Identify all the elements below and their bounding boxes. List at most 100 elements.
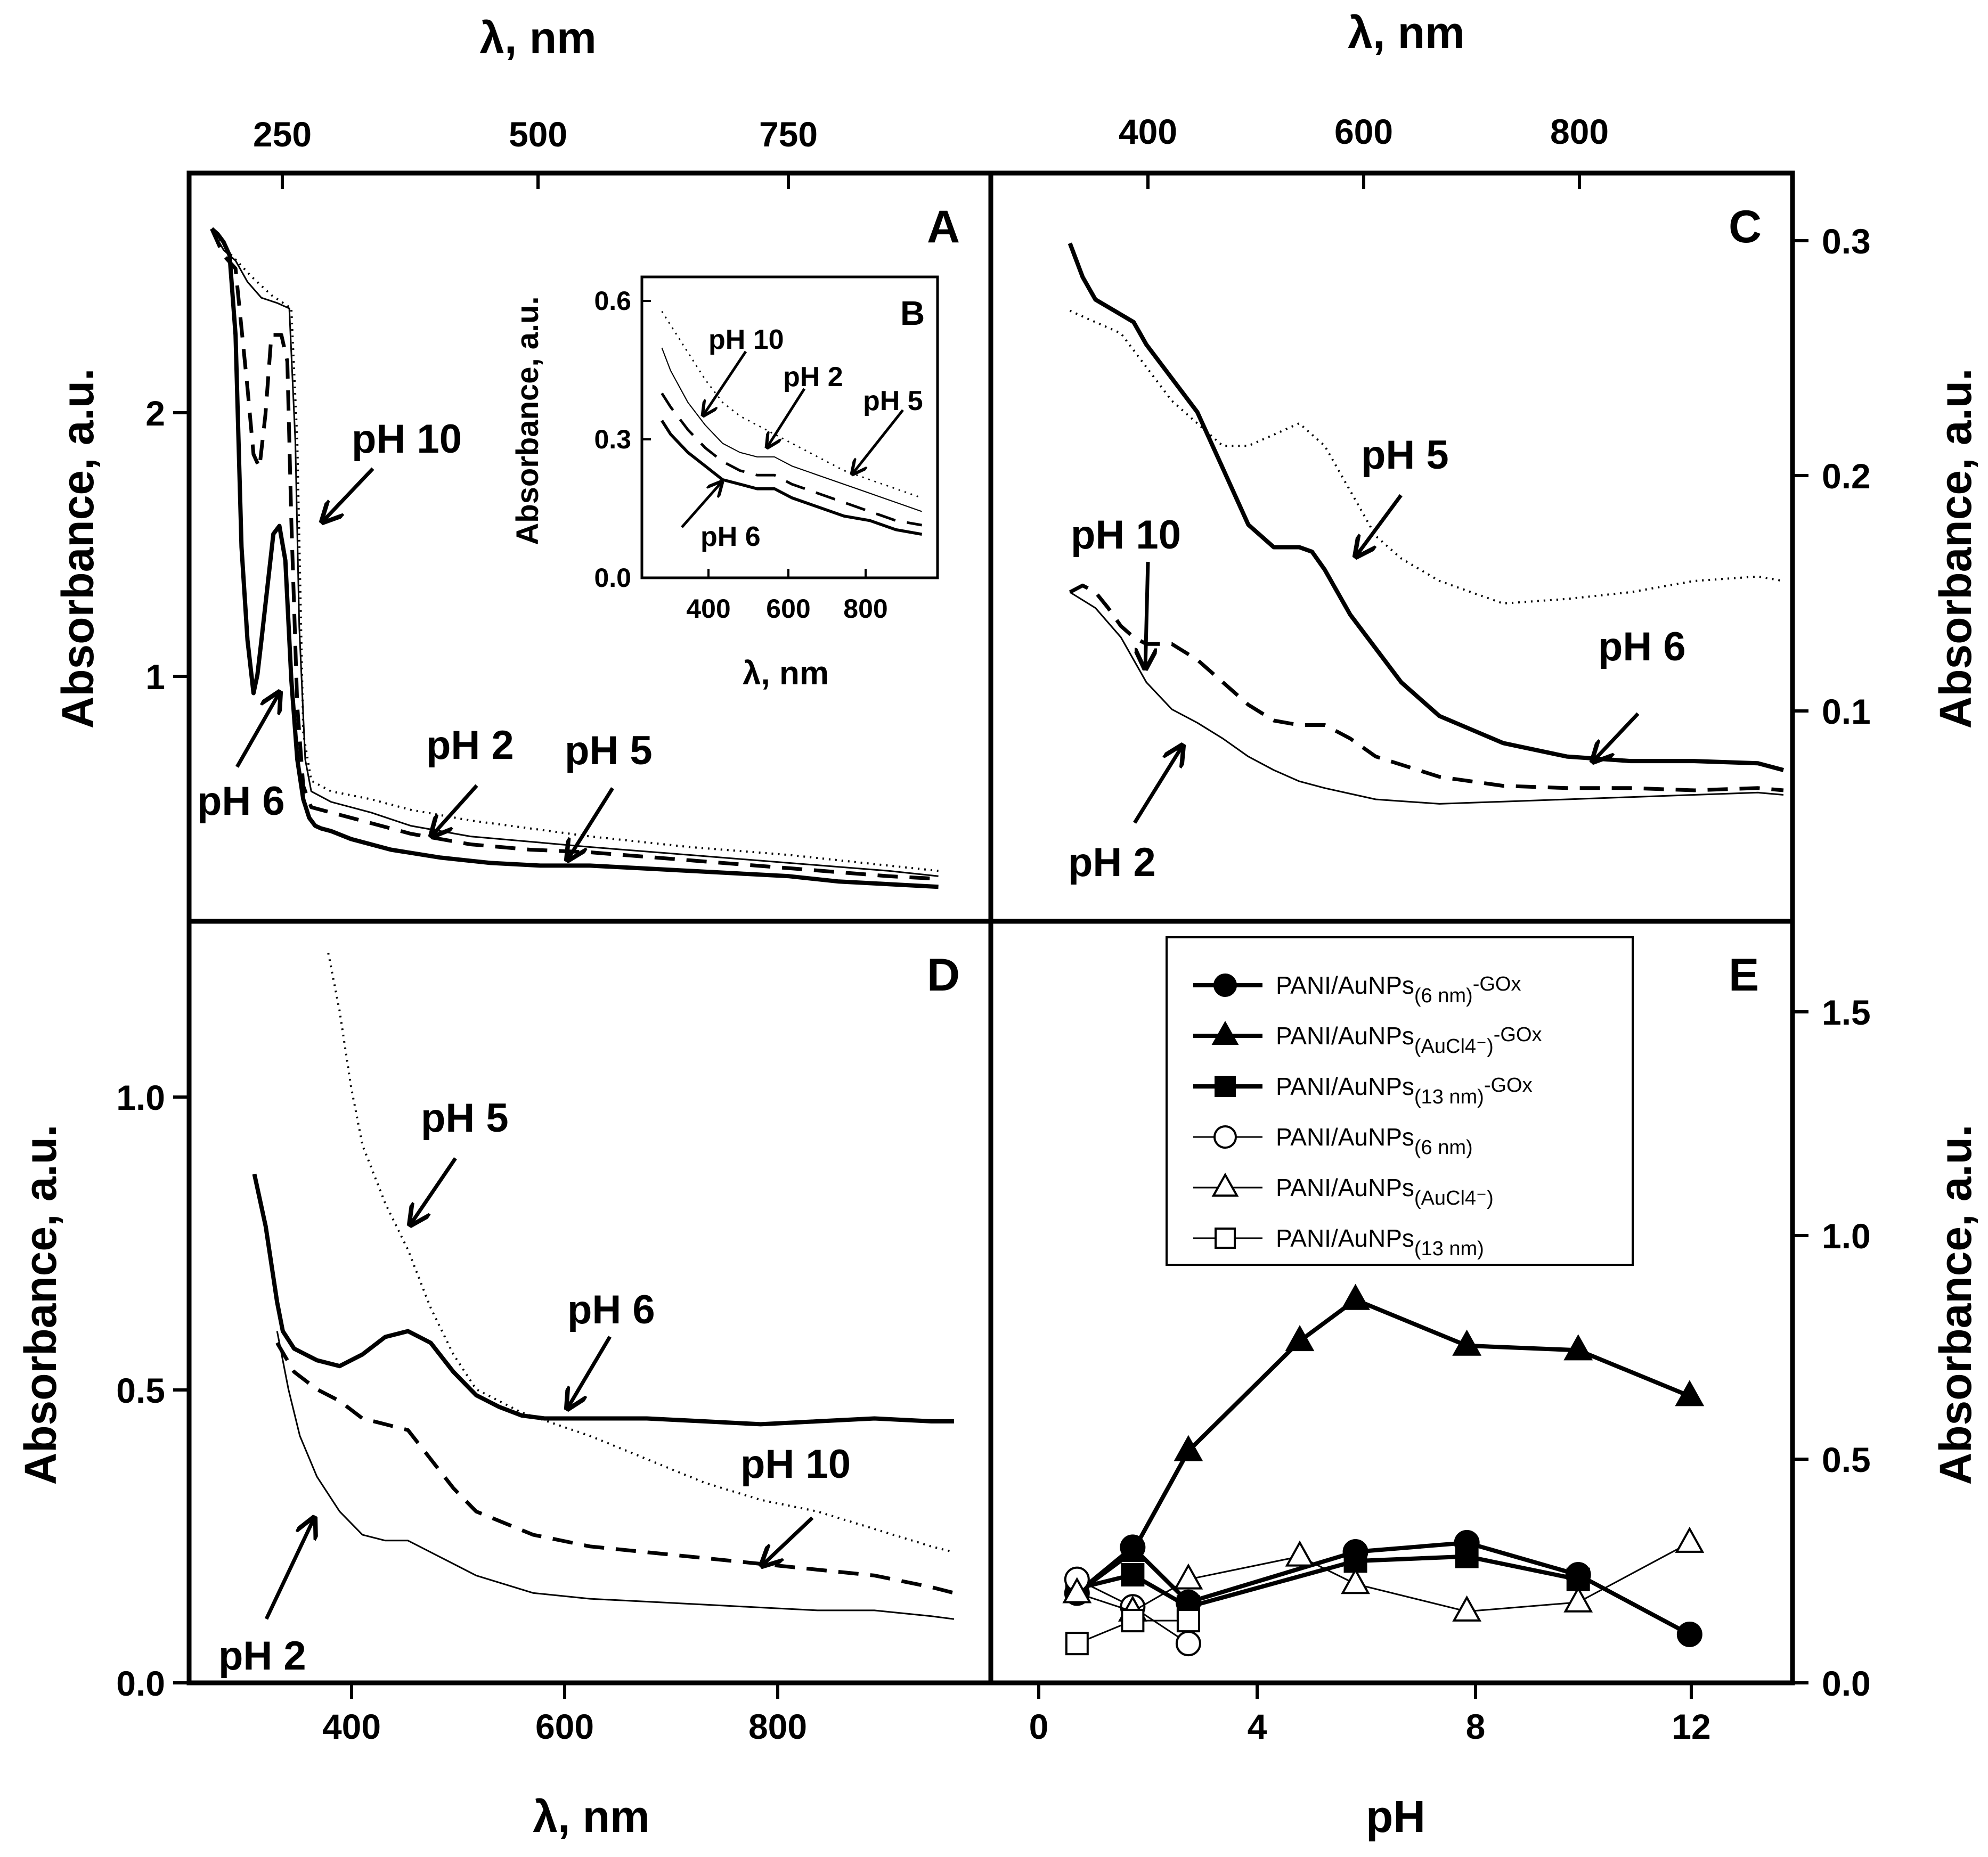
data-point-e-1-6 (1563, 1334, 1593, 1361)
inset-b-xtick-400: 400 (686, 594, 730, 624)
inset-b-ytick-06: 0.6 (594, 286, 631, 316)
arrow-d-ph10 (762, 1516, 814, 1566)
arrow-d-ph6 (567, 1336, 612, 1409)
data-point-e-4-3 (1285, 1540, 1315, 1567)
panel-b-curves (661, 311, 923, 536)
left-d-tick-05: 0.5 (116, 1371, 165, 1410)
top-a-tick-500: 500 (509, 114, 567, 154)
series-line-e-4 (1077, 1542, 1690, 1613)
panel-a-curves (210, 227, 939, 889)
data-point-e-3-2 (1175, 1631, 1201, 1657)
inset-b-ytick-00: 0.0 (594, 563, 631, 593)
data-point-e-5-2 (1176, 1609, 1200, 1633)
data-point-e-1-7 (1675, 1380, 1705, 1406)
label-c-ph6: pH 6 (1598, 624, 1686, 669)
data-point-e-5-0 (1065, 1632, 1089, 1656)
top-a-tick-250: 250 (253, 114, 312, 154)
arrow-a-ph10 (322, 467, 374, 522)
bottom-axis-d-title: λ, nm (533, 1791, 649, 1842)
data-point-e-4-2 (1174, 1563, 1203, 1590)
series-line-e-1 (1076, 1297, 1691, 1595)
series-line-a-0 (210, 227, 939, 889)
top-c-tick-400: 400 (1119, 112, 1177, 151)
right-axis-c-title: Absorbance, a.u. (1930, 369, 1981, 729)
label-a-ph5: pH 5 (565, 728, 653, 773)
legend-label-4: PANI/AuNPs(AuCl4⁻) (1276, 1174, 1494, 1209)
label-a-ph10: pH 10 (352, 416, 462, 462)
legend-marker-5 (1215, 1228, 1236, 1249)
arrow-b-ph6 (681, 482, 722, 528)
ticks-inset-b: 400 600 800 0.0 0.3 0.6 (594, 286, 887, 624)
series-line-b-1 (661, 392, 923, 527)
series-line-b-3 (661, 311, 923, 499)
data-point-e-4-0 (1062, 1577, 1092, 1604)
arrow-b-ph2 (767, 388, 806, 447)
series-line-b-0 (661, 347, 922, 512)
series-line-c-3 (1069, 591, 1784, 805)
data-point-e-2-1 (1121, 1563, 1145, 1587)
legend-label-5: PANI/AuNPs(13 nm) (1276, 1224, 1484, 1260)
inset-b-xtick-600: 600 (766, 594, 810, 624)
bottom-e-tick-4: 4 (1248, 1707, 1267, 1746)
series-line-d-1 (252, 1173, 954, 1427)
legend-label-1: PANI/AuNPs(AuCl4⁻)-GOx (1276, 1022, 1542, 1058)
data-point-e-1-4 (1341, 1283, 1370, 1310)
ticks-bottom-e: 0 4 8 12 (1029, 1683, 1711, 1746)
top-c-tick-600: 600 (1334, 112, 1393, 151)
label-d-ph2: pH 2 (218, 1633, 306, 1679)
legend-label-0: PANI/AuNPs(6 nm)-GOx (1276, 971, 1521, 1007)
legend-marker-3 (1213, 1125, 1237, 1149)
arrow-c-ph2 (1133, 746, 1183, 824)
label-c-ph5: pH 5 (1361, 432, 1449, 478)
data-point-e-1-5 (1452, 1329, 1482, 1356)
right-e-tick-05: 0.5 (1822, 1440, 1871, 1479)
panel-c-curves (1068, 242, 1785, 805)
label-b-ph10: pH 10 (708, 324, 784, 355)
data-point-e-1-3 (1285, 1325, 1315, 1352)
ticks-top-a: 250 500 750 (253, 114, 818, 189)
label-a-ph2: pH 2 (426, 723, 514, 768)
series-line-b-2 (661, 420, 923, 536)
panel-label-b: B (900, 294, 925, 332)
panel-label-a: A (927, 201, 960, 252)
bottom-e-tick-8: 8 (1466, 1707, 1486, 1746)
right-e-tick-10: 1.0 (1822, 1216, 1871, 1256)
label-a-ph6: pH 6 (197, 779, 285, 824)
series-line-c-2 (1069, 583, 1784, 792)
legend-label-3: PANI/AuNPs(6 nm) (1276, 1123, 1473, 1159)
bottom-d-tick-800: 800 (748, 1707, 807, 1746)
series-line-a-1 (210, 228, 939, 881)
data-point-e-4-6 (1563, 1586, 1593, 1613)
label-c-ph10: pH 10 (1071, 512, 1181, 558)
arrow-a-ph6 (235, 692, 280, 768)
series-line-a-2 (211, 228, 939, 877)
bottom-d-tick-600: 600 (535, 1707, 594, 1746)
arrow-c-ph5 (1356, 494, 1403, 557)
legend-e: PANI/AuNPs(6 nm)-GOxPANI/AuNPs(AuCl4⁻)-G… (1166, 936, 1634, 1266)
top-axis-c-title: λ, nm (1348, 7, 1464, 58)
annotation-arrows (235, 350, 1640, 1620)
ticks-top-c: 400 600 800 (1119, 112, 1609, 189)
bottom-e-tick-0: 0 (1029, 1707, 1049, 1746)
bottom-e-tick-12: 12 (1672, 1707, 1710, 1746)
panel-e-frame (988, 919, 1795, 1686)
label-b-ph6: pH 6 (700, 521, 761, 552)
data-point-e-4-7 (1675, 1526, 1705, 1553)
label-b-ph2: pH 2 (783, 362, 843, 392)
ticks-bottom-d: 400 600 800 (322, 1683, 807, 1746)
data-point-e-0-6 (1676, 1621, 1702, 1647)
panel-e-curves (1062, 1283, 1705, 1657)
label-d-ph10: pH 10 (740, 1442, 851, 1487)
label-d-ph5: pH 5 (421, 1095, 509, 1141)
top-c-tick-800: 800 (1550, 112, 1609, 151)
bottom-d-tick-400: 400 (322, 1707, 381, 1746)
panel-label-d: D (927, 950, 960, 1001)
top-axis-a-title: λ, nm (479, 13, 596, 63)
legend-marker-2 (1215, 1076, 1236, 1097)
data-point-e-1-1 (1118, 1535, 1147, 1563)
right-c-tick-02: 0.2 (1822, 456, 1871, 496)
series-line-c-0 (1068, 242, 1785, 772)
series-line-d-2 (275, 1341, 955, 1595)
ticks-left-d: 0.0 0.5 1.0 (116, 1078, 189, 1703)
